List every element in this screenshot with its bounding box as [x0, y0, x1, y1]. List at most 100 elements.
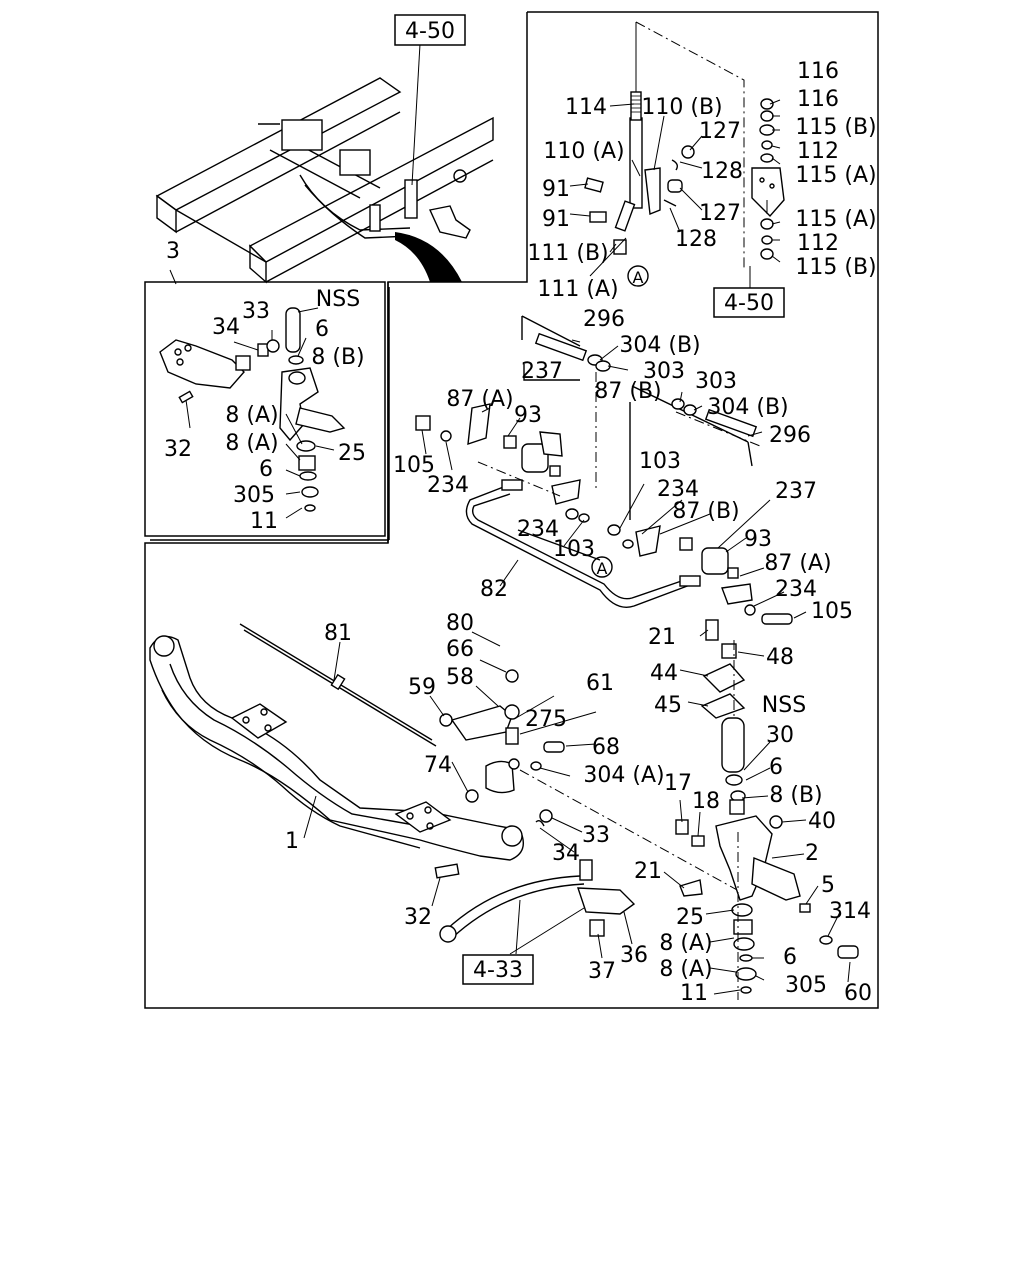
part-label: 234	[657, 477, 699, 502]
top-right-labels: 116 116 115 (B) 112 115 (A) 115 (A) 112 …	[527, 59, 876, 302]
part-label: 34	[212, 315, 240, 340]
part-label: 127	[699, 201, 741, 226]
part-label: 21	[634, 859, 662, 884]
part-label: 303	[643, 359, 685, 384]
part-label: 110 (B)	[641, 95, 722, 120]
part-label: 18	[692, 789, 720, 814]
part-label: 68	[592, 735, 620, 760]
part-label: 128	[675, 227, 717, 252]
part-label: 305	[785, 973, 827, 998]
part-label: 32	[164, 437, 192, 462]
inset-number: 3	[166, 239, 180, 264]
reference-label-bottom: 4-33	[473, 958, 523, 983]
part-label: 30	[766, 723, 794, 748]
part-label: 48	[766, 645, 794, 670]
part-label: 6	[315, 317, 329, 342]
chassis-frame-illustration	[155, 43, 494, 284]
part-label: 87 (B)	[672, 499, 739, 524]
part-label: 8 (B)	[769, 783, 822, 808]
part-label: 87 (A)	[446, 387, 513, 412]
part-label: 37	[588, 959, 616, 984]
part-label: 115 (B)	[795, 255, 876, 280]
part-label: 87 (A)	[764, 551, 831, 576]
inset-frame	[144, 281, 390, 541]
part-label: 110 (A)	[543, 139, 624, 164]
part-label: 25	[338, 441, 366, 466]
part-label: 91	[542, 177, 570, 202]
part-label: 296	[583, 307, 625, 332]
link-rod-illustration	[584, 21, 785, 290]
part-label: 304 (A)	[583, 763, 664, 788]
part-label: 116	[797, 87, 839, 112]
part-label: 32	[404, 905, 432, 930]
part-label: 25	[676, 905, 704, 930]
part-label: 61	[586, 671, 614, 696]
washer-stack-top	[759, 98, 775, 163]
part-label: 314	[829, 899, 871, 924]
part-label: 111 (A)	[537, 277, 618, 302]
part-label: 8 (B)	[311, 345, 364, 370]
part-label: 2	[805, 841, 819, 866]
part-label: 234	[517, 517, 559, 542]
part-label: 82	[480, 577, 508, 602]
part-label: 115 (B)	[795, 115, 876, 140]
part-label: 115 (A)	[795, 163, 876, 188]
part-label: 11	[680, 981, 708, 1006]
part-label: 6	[783, 945, 797, 970]
leader-lines	[169, 99, 851, 995]
part-label: 66	[446, 637, 474, 662]
svg-text:A: A	[597, 559, 608, 578]
part-label: 33	[582, 823, 610, 848]
part-label: 8 (A)	[659, 931, 712, 956]
part-label: 114	[565, 95, 607, 120]
part-label: 128	[701, 159, 743, 184]
part-label: 127	[699, 119, 741, 144]
reference-box-top[interactable]: 4-50	[394, 14, 466, 46]
part-label: 80	[446, 611, 474, 636]
inset-knuckle-illustration	[159, 307, 346, 512]
part-label: 40	[808, 809, 836, 834]
inset-labels: 3 33 NSS 34 6 8 (B) 32 8 (A) 25 8 (A) 6 …	[164, 239, 366, 534]
part-label: 112	[797, 139, 839, 164]
part-label: 305	[233, 483, 275, 508]
part-label: 45	[654, 693, 682, 718]
part-label: 304 (B)	[619, 333, 700, 358]
part-label: 59	[408, 675, 436, 700]
part-label: 304 (B)	[707, 395, 788, 420]
part-label: 105	[811, 599, 853, 624]
part-label: 91	[542, 207, 570, 232]
part-label: 87 (B)	[594, 379, 661, 404]
reference-box-right[interactable]: 4-50	[713, 287, 785, 318]
part-label: 6	[769, 755, 783, 780]
part-label: 303	[695, 369, 737, 394]
reference-label-top: 4-50	[405, 19, 455, 44]
stabilizer-bar-illustration	[415, 315, 793, 625]
part-label: 296	[769, 423, 811, 448]
part-label: 58	[446, 665, 474, 690]
part-label: 237	[521, 359, 563, 384]
part-label: 234	[427, 473, 469, 498]
reference-box-bottom[interactable]: 4-33	[462, 954, 534, 985]
circle-mark-a-top: A	[627, 265, 649, 287]
reference-label-right: 4-50	[724, 291, 774, 316]
front-axle-illustration	[149, 619, 859, 1000]
part-label: 116	[797, 59, 839, 84]
part-label: 11	[250, 509, 278, 534]
part-label: 44	[650, 661, 678, 686]
part-label: 93	[514, 403, 542, 428]
part-label: 5	[821, 873, 835, 898]
stabilizer-labels: 296 304 (B) 303 303 304 (B) 296 237 87 (…	[393, 307, 853, 624]
part-label: 8 (A)	[225, 403, 278, 428]
part-label: NSS	[762, 693, 806, 718]
main-frame	[144, 11, 879, 1009]
part-label: 103	[639, 449, 681, 474]
part-label: 81	[324, 621, 352, 646]
part-label: 74	[424, 753, 452, 778]
part-label: 103	[553, 537, 595, 562]
washer-stack-bottom	[760, 218, 774, 260]
part-label: 60	[844, 981, 872, 1006]
part-label: 105	[393, 453, 435, 478]
part-label: 1	[285, 829, 299, 854]
axle-labels: 81 80 66 21 48 44 45 NSS 59 58 61 275 68…	[285, 611, 872, 1006]
